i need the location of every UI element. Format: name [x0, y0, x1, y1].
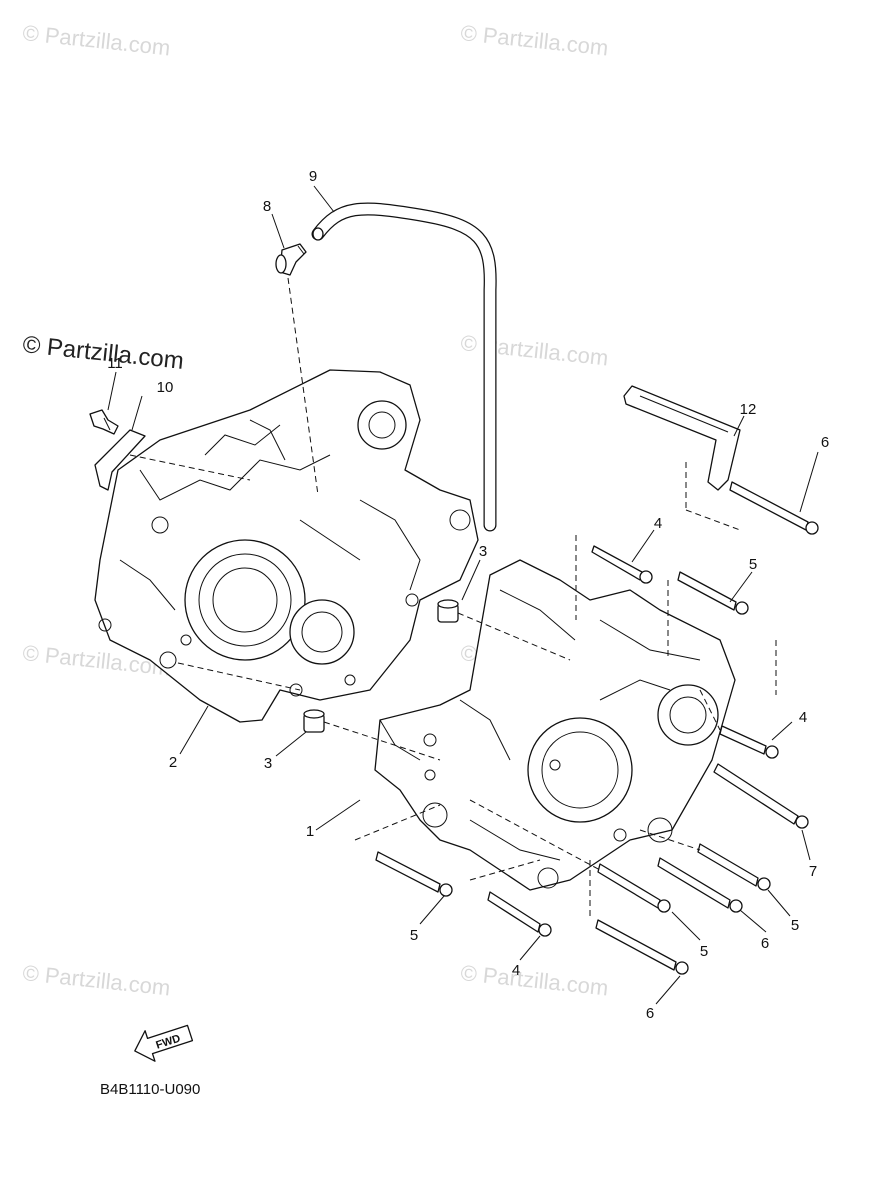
callout-6: 6 — [761, 935, 769, 952]
fwd-arrow-icon: FWD — [134, 1024, 194, 1062]
callout-6: 6 — [821, 434, 829, 451]
watermark: © Partzilla.com — [21, 960, 171, 1000]
watermark: © Partzilla.com — [459, 960, 609, 1000]
left-crankcase — [94, 369, 479, 723]
bolt-5-top — [677, 571, 749, 615]
leader-lines — [107, 185, 819, 1005]
bolt-5-left — [375, 851, 453, 897]
callout-5: 5 — [749, 556, 757, 573]
watermark: © Partzilla.com — [21, 20, 171, 60]
watermark: © Partzilla.com — [459, 20, 609, 60]
bolt-small — [89, 409, 119, 435]
callout-3: 3 — [264, 755, 272, 772]
bolt-5-mid-right — [697, 843, 771, 891]
callout-5: 5 — [410, 927, 418, 944]
gasket-plate — [94, 429, 146, 491]
callout-8: 8 — [263, 198, 271, 215]
diagram-code: B4B1110-U090 — [100, 1081, 200, 1098]
callout-7: 7 — [809, 863, 817, 880]
watermark-dark: © Partzilla.com — [21, 331, 185, 375]
dowel-pin — [303, 709, 325, 733]
dowel-pin — [437, 599, 459, 623]
callout-4: 4 — [654, 515, 662, 532]
bolt-4-right — [719, 725, 779, 759]
callout-12: 12 — [740, 401, 757, 418]
breather-hose — [311, 202, 497, 532]
bracket — [623, 385, 741, 491]
bolt-5-mid — [597, 863, 671, 913]
bolts — [375, 481, 819, 975]
callout-6: 6 — [646, 1005, 654, 1022]
callout-1: 1 — [306, 823, 314, 840]
bolt-4-top — [591, 545, 653, 584]
bolt-7 — [713, 763, 809, 829]
callout-10: 10 — [157, 379, 174, 396]
bolt-6-top — [729, 481, 819, 535]
bolt-6-mid — [657, 857, 743, 913]
callout-4: 4 — [512, 962, 520, 979]
watermark: © Partzilla.com — [459, 330, 609, 370]
callout-5: 5 — [700, 943, 708, 960]
bolt-4-bottom — [487, 891, 552, 937]
callout-2: 2 — [169, 754, 177, 771]
reference-lines — [129, 277, 777, 920]
callout-9: 9 — [309, 168, 317, 185]
callout-3: 3 — [479, 543, 487, 560]
callout-5: 5 — [791, 917, 799, 934]
callout-4: 4 — [799, 709, 807, 726]
bolt-6-bottom — [595, 919, 689, 975]
callouts: 9 8 11 10 12 6 4 5 3 4 7 5 6 5 6 4 5 1 2… — [107, 168, 829, 1022]
right-crankcase — [374, 559, 736, 891]
hose-fitting — [275, 243, 307, 276]
callout-11: 11 — [107, 355, 123, 372]
